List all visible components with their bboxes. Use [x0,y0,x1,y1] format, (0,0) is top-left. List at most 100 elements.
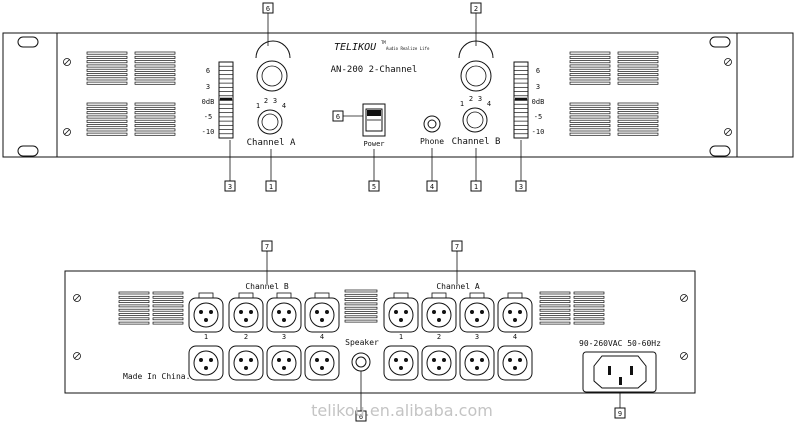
volume-knob-a[interactable] [255,40,291,92]
vent-slot [344,306,378,310]
vent-slot [134,115,176,119]
xlr-connector[interactable] [383,345,419,381]
vent-slot [539,321,571,325]
xlr-connector[interactable] [266,345,302,381]
xlr-outputs-channel-b [188,345,340,381]
xlr-connector[interactable] [304,292,340,333]
rear-vent-left [118,291,184,325]
meter-zero-mark [515,97,527,101]
rear-vent-center [344,289,378,323]
gain-selector-b[interactable]: 1 2 3 4 [460,95,491,133]
volume-knob-b[interactable] [458,40,494,92]
watermark: telikou.en.alibaba.com [311,401,493,420]
xlr-connector[interactable] [228,345,264,381]
power-label: Power [363,140,384,148]
vent-slot [86,132,128,136]
screw-icon [724,128,732,136]
vent-slot [134,55,176,59]
vent-slot [134,77,176,81]
xlr-connector[interactable] [497,292,533,333]
callout-power-switch: 6 [336,113,340,121]
vent-slot [86,55,128,59]
vent-slot [152,291,184,295]
vent-slot [617,124,659,128]
xlr-connector[interactable] [188,345,224,381]
rack-slot-icon [709,36,731,48]
vent-slot [134,132,176,136]
rack-slot-icon [17,145,39,157]
xlr-connector[interactable] [383,292,419,333]
vent-slot [617,111,659,115]
xlr-connector[interactable] [228,292,264,333]
vent-slot [86,60,128,64]
gain-selector-a[interactable]: 1 2 3 4 [256,97,286,135]
power-inlet[interactable] [582,351,657,393]
rear-callouts: 7 7 6 9 [261,240,626,422]
vent-slot [569,77,611,81]
vent-slot [86,119,128,123]
vent-slot [617,102,659,106]
vent-slot [152,321,184,325]
xlr-connector[interactable] [188,292,224,333]
vent-slot [617,68,659,72]
meter-scale-label: 0dB [532,98,545,106]
level-meter-left [218,61,234,139]
headphone-jack[interactable] [423,115,441,133]
meter-zero-mark [220,97,232,101]
model-name: AN-200 2-Channel [331,65,418,75]
vent-slot [617,119,659,123]
vent-slot [539,300,571,303]
meter-scale-label: -10 [532,128,545,136]
jack-number: 1 [399,333,403,341]
power-switch[interactable] [362,103,386,137]
front-panel: 6 3 0dB -5 -10 6 3 0dB -5 -10 1 [2,32,794,158]
front-panel-body [56,32,738,158]
vent-slot [569,119,611,123]
xlr-connector[interactable] [304,345,340,381]
rear-vent-right [539,291,605,325]
screw-icon [680,352,688,360]
brand-trademark: TM [381,40,386,45]
rear-panel: Channel B Channel A 1 2 3 4 1 2 3 4 Spea… [64,270,696,394]
vent-slot [86,51,128,55]
xlr-connector[interactable] [459,292,495,333]
gain-scale-label: 4 [282,102,286,110]
vent-slot [539,291,571,295]
vent-slot [573,313,605,316]
vent-slot [539,295,571,299]
xlr-connector[interactable] [421,345,457,381]
xlr-connector[interactable] [459,345,495,381]
vent-slot [118,300,150,303]
rear-panel-body [64,270,696,394]
vent-slot [86,106,128,110]
vent-slot [573,308,605,312]
front-vent-right [569,51,659,136]
vent-slot [344,302,378,306]
vent-slot [134,68,176,72]
vent-slot [152,308,184,312]
screw-icon [73,294,81,302]
speaker-jack[interactable] [351,352,371,372]
vent-slot [152,295,184,299]
phone-label: Phone [420,137,444,146]
front-rack-ears [2,32,794,158]
rear-channel-b-label: Channel B [245,282,289,291]
screw-icon [680,294,688,302]
jack-number: 4 [513,333,517,341]
vent-slot [617,115,659,119]
xlr-connector[interactable] [497,345,533,381]
xlr-connector[interactable] [421,292,457,333]
meter-scale-left: 6 3 0dB -5 -10 [202,67,215,136]
vent-slot [134,60,176,64]
brand-logo: TELIKOU TM Audio Realize Life [334,40,430,53]
vent-slot [344,311,378,314]
xlr-connector[interactable] [266,292,302,333]
screw-icon [73,352,81,360]
gain-scale-label: 1 [460,100,464,108]
vent-slot [86,77,128,81]
callout-front-top-right: 2 [474,5,478,13]
vent-slot [617,77,659,81]
vent-slot [86,115,128,119]
vent-slot [573,304,605,308]
